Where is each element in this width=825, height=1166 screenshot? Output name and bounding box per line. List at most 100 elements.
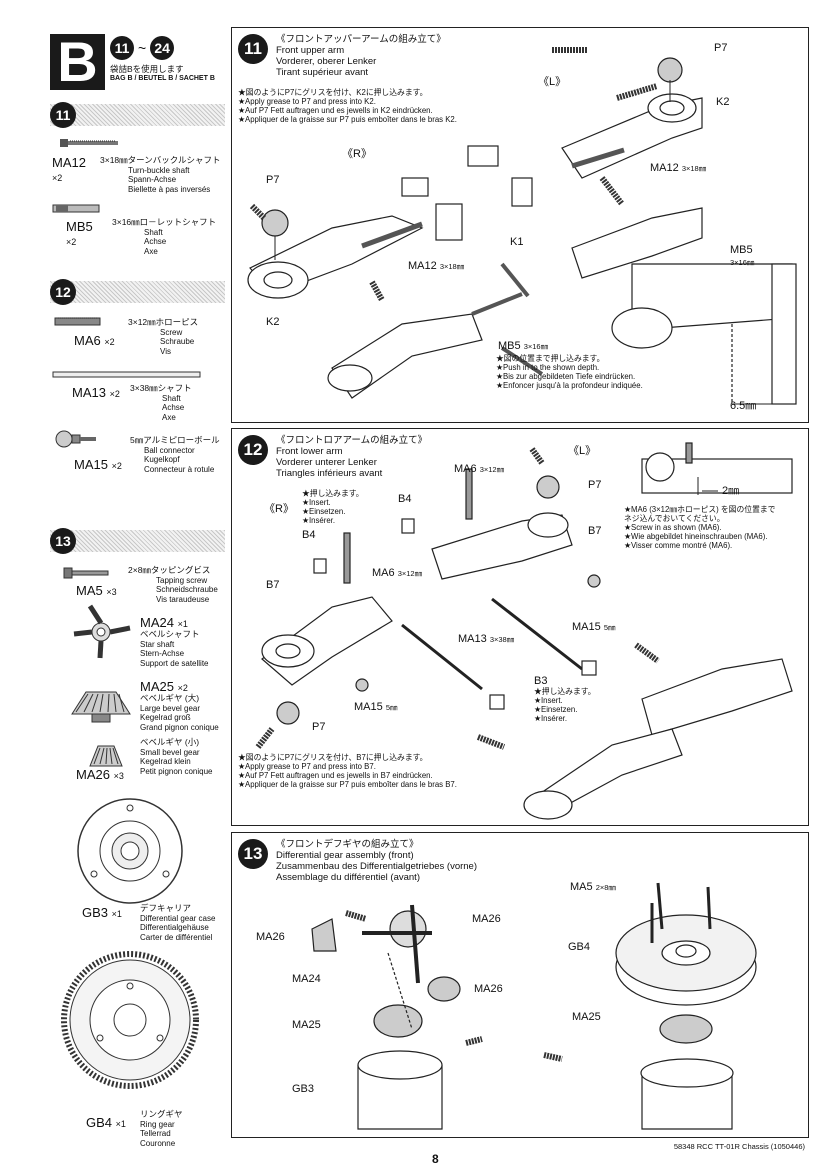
part-code-ma24: MA24 ×1 <box>140 615 188 630</box>
label-p7-l: P7 <box>714 42 728 54</box>
step-range-from: 11 <box>110 36 134 60</box>
part-code-ma26: MA26 ×3 <box>76 767 124 782</box>
part-desc-ma5: 2×8㎜タッピングビス Tapping screw Schneidschraub… <box>128 565 218 604</box>
step-number-12-panel: 12 <box>238 435 268 465</box>
label-p7-r: P7 <box>266 174 280 186</box>
label-ma12-l: MA12 3×18㎜ <box>650 162 707 174</box>
bag-instruction-jp: 袋詰Bを使用します <box>110 64 184 74</box>
part-desc-gb4: リングギヤ Ring gear Tellerrad Couronne <box>140 1109 183 1148</box>
step-number-11: 11 <box>50 102 76 128</box>
label-k1: K1 <box>510 236 524 248</box>
panel12-insert-note: ★押し込みます。 ★Insert. ★Einsetzen. ★Insérer. <box>302 489 364 525</box>
panel12-grease-note: ★図のようにP7にグリスを付け、B7に押し込みます。 ★Apply grease… <box>238 753 457 789</box>
part-desc-gb3: デフキャリア Differential gear case Differenti… <box>140 903 216 942</box>
long-shaft-icon <box>52 371 201 378</box>
part-code-ma12: MA12×2 <box>52 155 86 184</box>
panel11-push-note: ★図の位置まで押し込みます。 ★Push in to the shown dep… <box>496 354 643 390</box>
part-code-mb5: MB5×2 <box>66 219 93 248</box>
small-bevel-gear-icon <box>89 745 123 767</box>
step-number-12: 12 <box>50 279 76 305</box>
label-ma15-l: MA15 5㎜ <box>572 621 616 633</box>
label-ma5: MA5 2×8㎜ <box>570 881 616 893</box>
label-ma25-right: MA25 <box>572 1011 601 1023</box>
label-p7-l: P7 <box>588 479 602 491</box>
label-ma25-left: MA25 <box>292 1019 321 1031</box>
label-ma24: MA24 <box>292 973 321 985</box>
large-bevel-gear-icon <box>71 691 131 723</box>
panel11-grease-note: ★図のようにP7にグリスを付け、K2に押し込みます。 ★Apply grease… <box>238 88 457 124</box>
part-code-ma25: MA25 ×2 <box>140 679 188 694</box>
step-bar-13: 13 <box>50 528 225 554</box>
label-right-side: 《R》 <box>264 503 294 515</box>
label-left-side: 《L》 <box>538 76 567 88</box>
step-number-13-panel: 13 <box>238 839 268 869</box>
part-desc-ma6: 3×12㎜ホローピス Screw Schraube Vis <box>128 317 199 356</box>
bag-instruction: 袋詰Bを使用します BAG B / BEUTEL B / SACHET B <box>110 64 215 84</box>
differential-assembly-diagram <box>311 882 757 1130</box>
step-bar-11: 11 <box>50 102 225 128</box>
label-ma6-l: MA6 3×12㎜ <box>454 463 505 475</box>
part-desc-ma26: ベベルギヤ (小) Small bevel gear Kegelrad klei… <box>140 737 213 776</box>
label-ma26-left: MA26 <box>256 931 285 943</box>
part-desc-ma15: 5㎜アルミピローボール Ball connector Kugelkopf Con… <box>130 435 220 474</box>
label-gb4: GB4 <box>568 941 591 953</box>
label-ma26-top: MA26 <box>472 913 501 925</box>
label-mb5-bottom: MB5 3×16㎜ <box>498 340 549 352</box>
part-desc-mb5: 3×16㎜ロ－レットシャフト Shaft Achse Axe <box>112 217 217 256</box>
label-dimension: 2㎜ <box>722 485 740 497</box>
ball-connector-icon <box>55 430 96 448</box>
part-code-gb3: GB3 ×1 <box>82 905 122 920</box>
range-tilde: ~ <box>138 40 147 56</box>
label-ma6-r: MA6 3×12㎜ <box>372 567 423 579</box>
label-b7-r: B7 <box>266 579 280 591</box>
hollow-screw-icon <box>54 317 101 326</box>
step-number-13: 13 <box>50 528 76 554</box>
label-b4-r: B4 <box>302 529 316 541</box>
turnbuckle-shaft-icon <box>60 139 118 147</box>
label-b4-l: B4 <box>398 493 412 505</box>
upper-arm-diagram <box>247 47 797 405</box>
label-ma12-r: MA12 3×18㎜ <box>408 260 465 272</box>
step-bar-12: 12 <box>50 279 225 305</box>
part-code-ma13: MA13 ×2 <box>72 385 120 400</box>
panel-step-11: 11 《フロントアッパーアームの組み立て》 Front upper arm Vo… <box>231 27 809 423</box>
part-code-ma6: MA6 ×2 <box>74 333 115 348</box>
part-desc-ma13: 3×38㎜シャフト Shaft Achse Axe <box>130 383 192 422</box>
panel11-title: 《フロントアッパーアームの組み立て》 Front upper arm Vorde… <box>276 34 446 78</box>
bag-instruction-multi: BAG B / BEUTEL B / SACHET B <box>110 75 215 82</box>
label-b3: B3 <box>534 675 548 687</box>
part-code-ma5: MA5 ×3 <box>76 583 117 598</box>
label-p7-r: P7 <box>312 721 326 733</box>
label-k2-l: K2 <box>716 96 730 108</box>
knurled-shaft-icon <box>52 204 100 213</box>
step-number-11-panel: 11 <box>238 34 268 64</box>
label-k2-r: K2 <box>266 316 280 328</box>
lower-arm-diagram <box>255 442 793 820</box>
bag-letter: B <box>50 34 105 90</box>
panel12-insert-note-b3: ★押し込みます。 ★Insert. ★Einsetzen. ★Insérer. <box>534 687 596 723</box>
part-desc-ma12: 3×18㎜ターンバックルシャフト Turn-buckle shaft Spann… <box>100 155 221 194</box>
label-right-side: 《R》 <box>342 148 372 160</box>
part-code-gb4: GB4 ×1 <box>86 1115 126 1130</box>
label-left-side: 《L》 <box>568 445 597 457</box>
label-b7-l: B7 <box>588 525 602 537</box>
panel-step-13: 13 《フロントデフギヤの組み立て》 Differential gear ass… <box>231 832 809 1138</box>
panel12-screw-note: ★MA6 (3×12㎜ホローピス) を図の位置まで ネジ込んでおいてください。 … <box>624 505 776 550</box>
star-shaft-icon <box>73 604 131 659</box>
step-range: 11 ~ 24 <box>110 36 175 60</box>
panel12-title: 《フロントロアアームの組み立て》 Front lower arm Vordere… <box>276 435 428 479</box>
label-ma26-right: MA26 <box>474 983 503 995</box>
part-desc-ma25: ベベルギヤ (大) Large bevel gear Kegelrad groß… <box>140 693 219 732</box>
panel13-title: 《フロントデフギヤの組み立て》 Differential gear assemb… <box>276 839 478 883</box>
label-dimension: 6.5㎜ <box>730 400 757 412</box>
footer-model: 58348 RCC TT-01R Chassis (1050446) <box>673 1142 805 1151</box>
tapping-screw-icon <box>63 567 109 579</box>
ring-gear-icon <box>61 951 199 1089</box>
differential-case-icon <box>77 798 183 904</box>
part-code-ma15: MA15 ×2 <box>74 457 122 472</box>
label-ma15-r: MA15 5㎜ <box>354 701 398 713</box>
label-gb3: GB3 <box>292 1083 315 1095</box>
label-ma13: MA13 3×38㎜ <box>458 633 515 645</box>
part-desc-ma24: ベベルシャフト Star shaft Stern-Achse Support d… <box>140 629 209 668</box>
